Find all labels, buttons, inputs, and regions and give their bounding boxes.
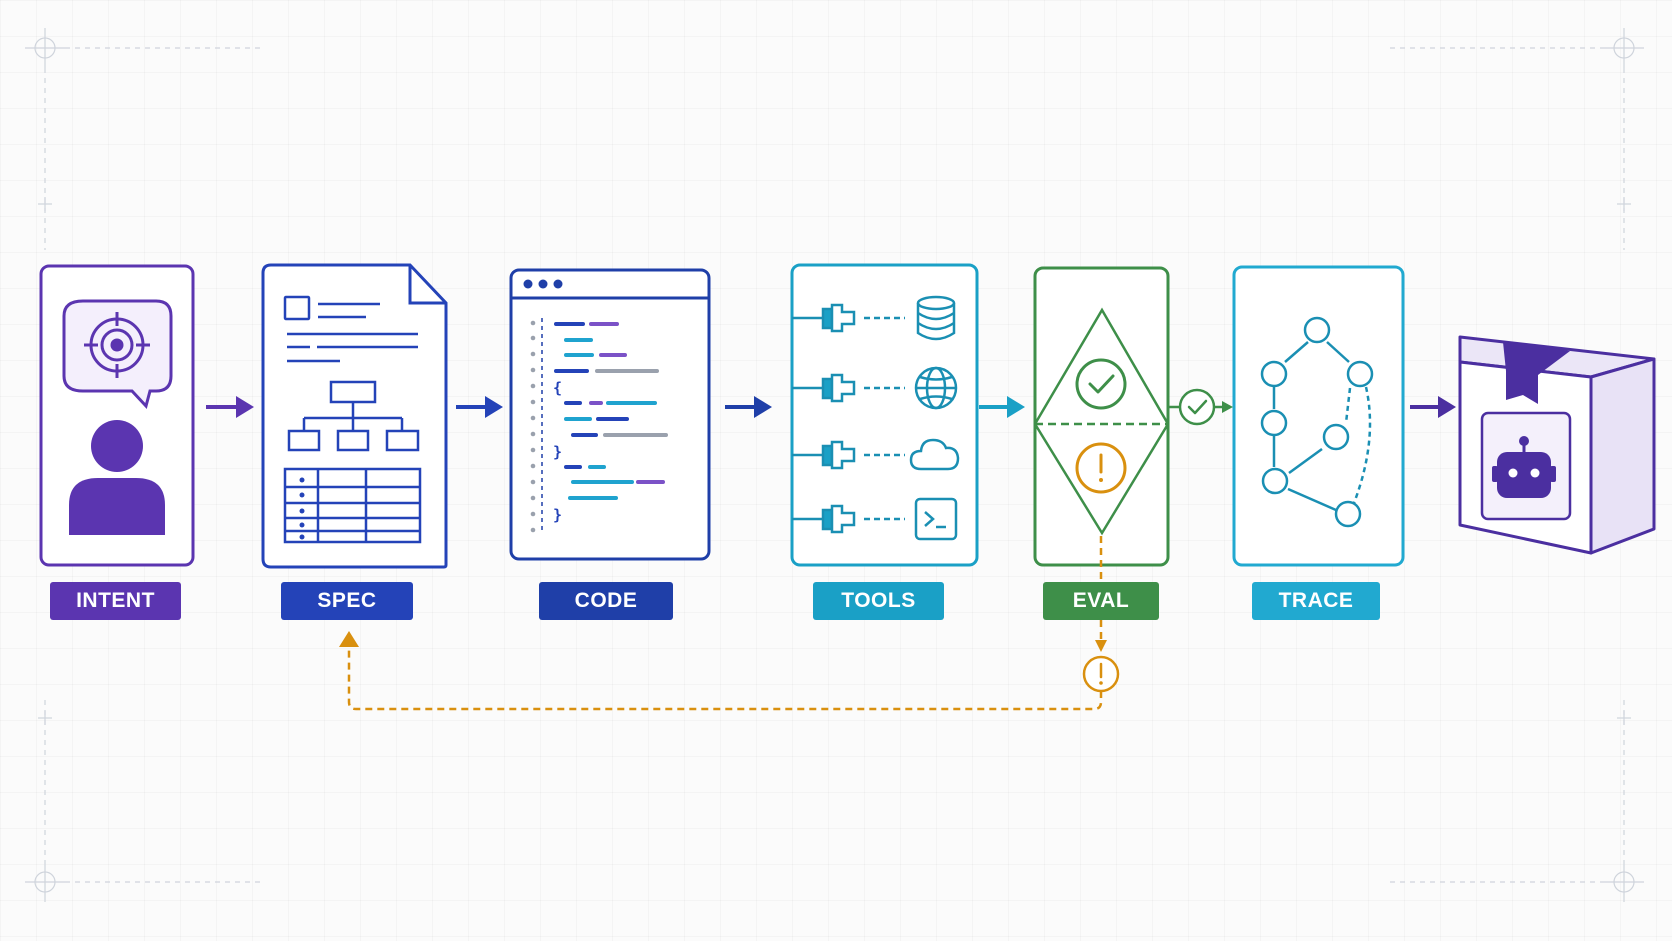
check-icon [1075,358,1127,410]
eval-card [1033,266,1170,567]
registration-marks [25,28,1644,902]
arrow-trace-to-output [1410,396,1456,418]
database-icon [916,295,956,341]
intent-card [39,264,195,567]
arrow-intent-to-spec [206,396,254,418]
plug-icon [792,373,905,403]
arrow-tools-to-eval [979,396,1025,418]
warning-icon [1075,442,1127,494]
tools-card [790,263,979,567]
graph-icon [1260,316,1374,528]
code-brace-close: } [553,443,562,461]
code-window-icon: { } } [530,318,668,533]
arrow-eval-to-trace [1168,388,1233,426]
cloud-icon [909,438,960,471]
hierarchy-icon [287,380,420,452]
flow-arrows [206,388,1456,426]
feedback-loop [339,536,1120,711]
code-brace-close-2: } [553,506,562,524]
plug-icon [792,440,905,470]
document-icon [283,295,418,363]
stage-label-eval: EVAL [1043,582,1159,620]
code-card: { } } [509,268,711,561]
stage-label-code: CODE [539,582,673,620]
plug-icon [792,504,905,534]
robot-icon [1480,411,1572,521]
stage-label-trace: TRACE [1252,582,1380,620]
stage-label-tools: TOOLS [813,582,944,620]
table-icon [283,467,422,544]
plug-icon [792,303,905,333]
trace-card [1232,265,1405,567]
window-dots-icon [523,279,563,289]
globe-icon [914,366,958,410]
target-icon [84,312,150,378]
speech-bubble-icon [62,299,173,410]
arrow-spec-to-code [456,396,503,418]
stage-label-spec: SPEC [281,582,413,620]
tools-connector-rows [792,303,905,534]
spec-card [261,263,448,569]
terminal-icon [914,497,958,541]
output-package [1458,335,1656,555]
arrow-code-to-tools [725,396,772,418]
warning-icon [1082,655,1120,693]
person-icon [69,420,165,535]
stage-label-intent: INTENT [50,582,181,620]
code-brace-open: { [553,379,562,397]
